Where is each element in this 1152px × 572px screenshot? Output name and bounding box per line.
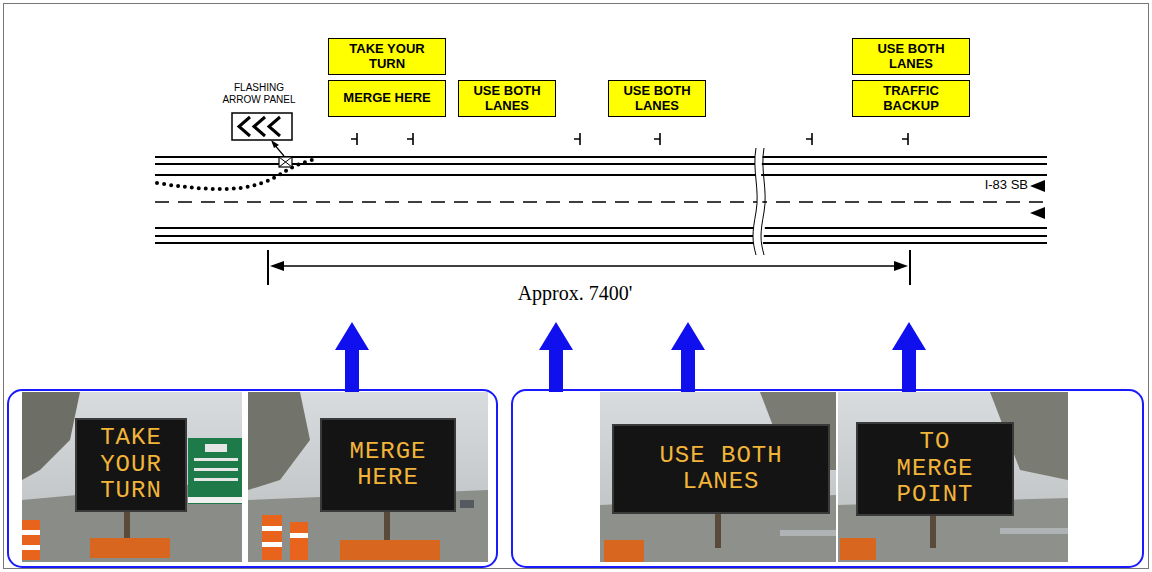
message-sign-box: USE BOTH LANES (608, 80, 706, 117)
message-sign-box: USE BOTH LANES (458, 80, 556, 117)
sign-location-markers (351, 133, 908, 145)
route-label: I-83 SB (966, 178, 1028, 193)
photo-to-merge-point (838, 392, 1068, 562)
sign-text: USE BOTH LANES (631, 443, 811, 496)
direction-arrow (1030, 180, 1045, 192)
photo-use-both-lanes (600, 392, 836, 562)
led-message-board: TO MERGE POINT (856, 422, 1014, 516)
sign-text: MERGE HERE (343, 91, 430, 106)
direction-arrow (1030, 207, 1045, 219)
flashing-arrow-panel (232, 113, 292, 140)
dimension-line (268, 250, 910, 285)
sign-text: USE BOTH LANES (613, 84, 701, 113)
sign-text: TAKE YOUR TURN (91, 425, 171, 504)
led-message-board: USE BOTH LANES (612, 424, 830, 514)
figure-border (4, 4, 1149, 569)
message-sign-box: USE BOTH LANES (852, 38, 970, 75)
arrow-board-position (271, 140, 292, 167)
device-label: FLASHING ARROW PANEL (222, 82, 296, 105)
sign-text: TAKE YOUR TURN (343, 42, 431, 71)
led-message-board: TAKE YOUR TURN (75, 418, 187, 512)
sign-text: USE BOTH LANES (463, 84, 551, 113)
sign-text: USE BOTH LANES (867, 42, 955, 71)
photo-take-your-turn (22, 392, 242, 562)
sign-text: MERGE HERE (338, 439, 438, 492)
break-mark (753, 148, 765, 255)
photo-panel (8, 390, 497, 567)
sign-text: TO MERGE POINT (885, 429, 985, 508)
led-message-board: MERGE HERE (320, 418, 456, 512)
photo-merge-here (248, 392, 488, 562)
road-lines (155, 157, 1047, 243)
message-sign-box: MERGE HERE (328, 80, 446, 117)
message-sign-box: TAKE YOUR TURN (328, 38, 446, 75)
sign-text: TRAFFIC BACKUP (867, 84, 955, 113)
message-sign-box: TRAFFIC BACKUP (852, 80, 970, 117)
photo-panel (512, 390, 1143, 567)
blue-pointer-arrows (335, 322, 926, 392)
dimension-label: Approx. 7400' (455, 282, 695, 305)
